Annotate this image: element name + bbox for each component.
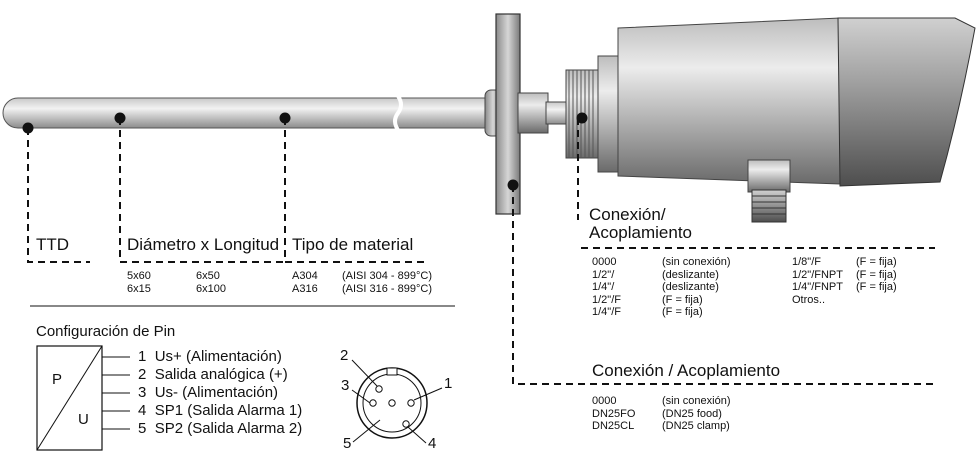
connection-code: DN25CL [592,420,635,432]
dimensions-col1: 5x60 6x15 [127,270,151,295]
flange-fitting [484,13,571,215]
connection-code: 0000 [592,256,617,268]
connection-top-codes2: 1/8"/F 1/2"/FNPT 1/4"/FNPT Otros.. [792,256,843,306]
connection-code: 1/4"/F [592,306,621,318]
connection-desc: (F = fija) [662,293,703,306]
connection-desc: (deslizante) [662,281,719,293]
pin-number: 3 [138,384,147,401]
connection-code: 1/2"/ [592,268,615,281]
connection-code: 1/2"/F [592,293,621,306]
dimension-value: 6x15 [127,282,151,295]
connection-bottom-label: Conexión / Acoplamiento [592,361,781,380]
connection-bottom-descs: (sin conexión) (DN25 food) (DN25 clamp) [662,395,730,433]
connector-pin-number-4: 4 [428,435,437,452]
connection-code: DN25FO [592,407,636,420]
pin-row-3: 3 Us- (Alimentación) [138,385,278,401]
pin-row-2: 2 Salida analógica (+) [138,367,288,383]
connection-bottom-codes: 0000 DN25FO DN25CL [592,395,635,433]
dimensions-col2: 6x50 6x100 [196,270,226,295]
probe-tube [2,94,491,132]
pin-number: 1 [138,348,147,365]
connector-pin-number-5: 5 [343,435,352,452]
connection-top-label-line2: Acoplamiento [589,223,693,242]
pin-label: SP2 (Salida Alarma 2) [154,420,303,437]
material-label: Tipo de material [292,235,414,254]
connection-desc: (sin conexión) [662,256,731,268]
connection-desc: (sin conexión) [662,395,731,407]
connection-top-descs: (sin conexión) (deslizante) (deslizante)… [662,256,730,319]
material-code: A304 [292,270,318,282]
pin-row-1: 1 Us+ (Alimentación) [138,349,282,365]
leader-lines [27,118,935,385]
connection-code: 1/8"/F [792,256,821,268]
connection-code: 1/2"/FNPT [792,268,843,281]
threaded-coupling [565,55,621,173]
pin-number: 5 [138,420,147,437]
pin-label: Salida analógica (+) [154,366,288,383]
box-letter-u: U [78,411,89,428]
box-letter-p: P [52,371,63,388]
connection-desc: (F = fija) [856,268,897,281]
connection-top-descs2: (F = fija) (F = fija) (F = fija) [856,256,897,294]
connection-code: Otros.. [792,293,826,306]
connection-desc: (F = fija) [662,306,703,318]
ttd-label: TTD [36,235,70,254]
pin-box [36,345,130,451]
connector-pin-number-1: 1 [444,375,453,392]
connection-code: 1/4"/FNPT [792,281,843,293]
connection-desc: (F = fija) [856,256,897,268]
material-specs: (AISI 304 - 899°C) (AISI 316 - 899°C) [342,270,432,295]
connection-top-codes: 0000 1/2"/ 1/4"/ 1/2"/F 1/4"/F [592,256,621,319]
marker-dots [22,112,588,191]
dimension-value: 6x50 [196,270,220,282]
material-codes: A304 A316 [292,270,318,295]
connection-desc: (deslizante) [662,268,719,281]
connector-pin-number-2: 2 [340,347,349,364]
pin-number: 4 [138,402,147,419]
connection-desc: (DN25 food) [662,407,722,420]
pin-number: 2 [138,366,147,383]
pin-label: Us+ (Alimentación) [154,348,282,365]
dimension-value: 6x100 [196,282,226,295]
dimension-value: 5x60 [127,270,151,282]
transmitter-head [617,17,976,223]
connector-face [351,359,443,444]
material-code: A316 [292,282,318,295]
connector-pin-number-3: 3 [341,377,350,394]
pin-row-5: 5 SP2 (Salida Alarma 2) [138,421,302,437]
material-spec: (AISI 304 - 899°C) [342,270,432,282]
pin-label: Us- (Alimentación) [154,384,279,401]
connection-code: 0000 [592,395,617,407]
pin-label: SP1 (Salida Alarma 1) [154,402,303,419]
connection-top-label-line1: Conexión/ [589,205,666,224]
material-spec: (AISI 316 - 899°C) [342,282,432,295]
diameter-length-label: Diámetro x Longitud [127,235,280,254]
connection-code: 1/4"/ [592,281,615,293]
pin-row-4: 4 SP1 (Salida Alarma 1) [138,403,302,419]
connection-desc: (F = fija) [856,281,897,293]
pin-config-title: Configuración de Pin [36,323,176,340]
connection-desc: (DN25 clamp) [662,420,730,432]
